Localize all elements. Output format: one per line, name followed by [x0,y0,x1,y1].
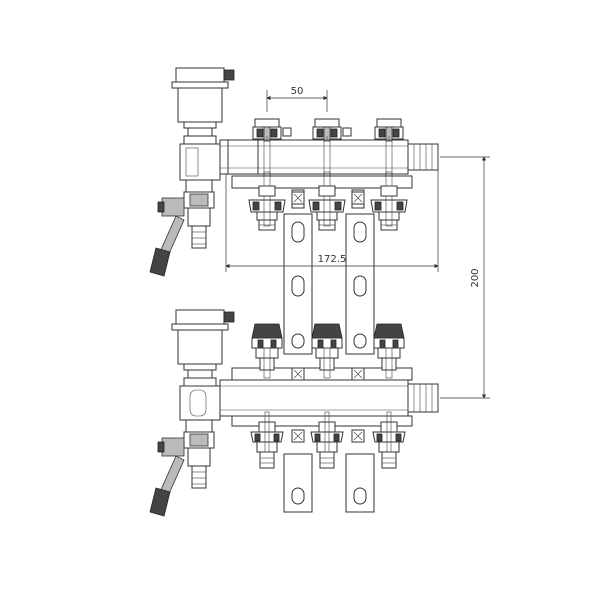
lower-bracket-left [283,453,313,513]
upper-cross-1 [291,191,305,205]
upper-air-vent [171,67,235,137]
mounting-brackets [283,213,375,355]
lower-cross-bottom-2 [351,429,365,443]
upper-right-fitting [407,143,439,171]
lower-air-vent [171,309,235,379]
dimension-height-label: 200 [470,268,481,287]
lower-bracket-right [345,453,375,513]
dimension-body-length-label: 172.5 [318,254,347,265]
dimension-spacing-label: 50 [291,86,304,97]
lower-drain-valve [149,419,215,517]
upper-drain-valve [149,179,215,277]
lower-right-fitting [407,383,439,413]
lower-pipe-body [219,379,409,417]
lower-manifold [149,309,439,517]
lower-tee-body [179,385,221,421]
upper-cross-2 [351,191,365,205]
upper-vent-connector [183,135,217,145]
lower-cross-bottom-1 [291,429,305,443]
upper-manifold [149,67,439,277]
dimension-height: 200 [440,156,490,399]
dimension-body-length: 172.5 [225,170,439,272]
dimension-spacing: 50 [266,86,328,112]
upper-pipe-body [219,139,409,175]
